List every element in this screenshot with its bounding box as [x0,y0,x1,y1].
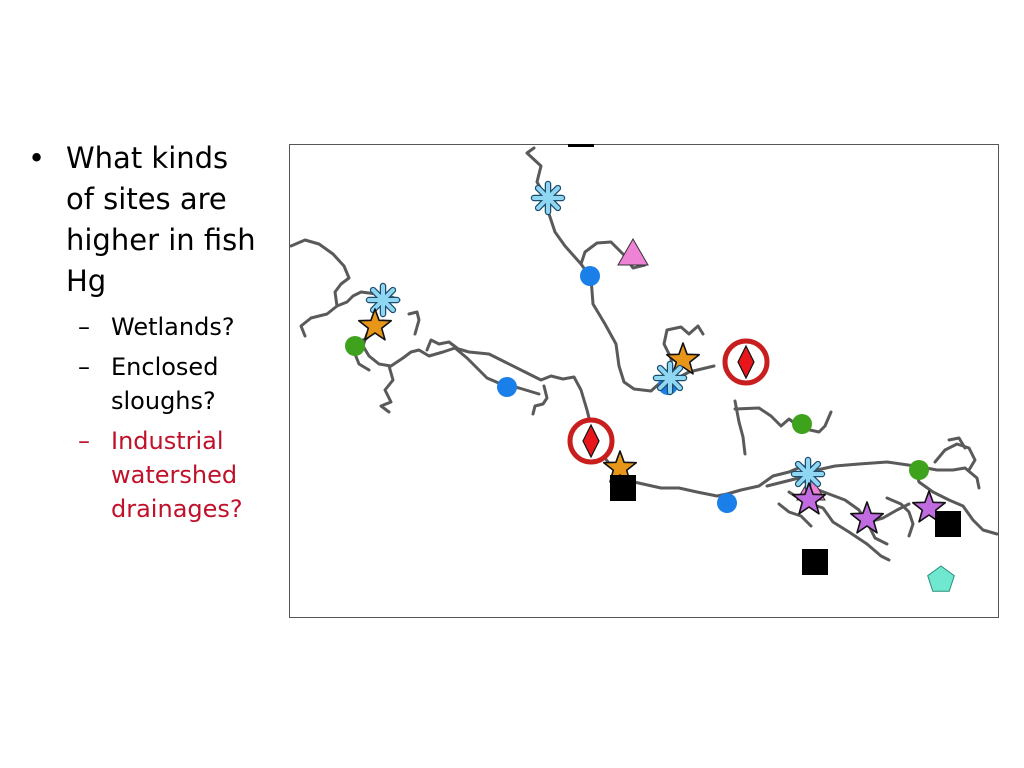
bullet-marker: • [28,141,46,175]
map-frame [289,144,999,618]
diamond-marker [737,344,755,380]
green-circle-marker [909,460,929,480]
blue-circle-marker [717,493,737,513]
river-path [733,399,747,456]
sub-bullet-line: Industrial [111,427,224,455]
sub-bullet-line: watershed [111,461,238,489]
sub-bullet-marker: – [78,353,90,381]
river-path [885,496,915,538]
sub-bullet-industrial-watershed: – Industrial watershed drainages? [28,424,278,526]
bullet-main-line: Hg [66,264,107,298]
river-path [913,464,999,536]
sub-bullet-enclosed-sloughs: – Enclosed sloughs? [28,350,278,418]
river-path [361,318,541,396]
bullet-main: • What kinds of sites are higher in fish… [28,138,278,302]
river-path [379,364,395,414]
map-markers [345,144,961,592]
triangle-marker [617,237,649,266]
sub-bullet-marker: – [78,313,90,341]
purple-star-marker [849,501,885,534]
sub-bullet-line: Wetlands? [111,313,235,341]
bullet-main-line: of sites are [66,182,227,216]
sub-bullet-wetlands: – Wetlands? [28,310,278,344]
river-path [425,338,459,352]
river-path [733,406,833,434]
square-marker [802,549,828,575]
river-path [947,436,967,450]
river-path [407,310,421,336]
purple-star-marker [791,482,827,515]
purple-star-marker [911,490,947,523]
blue-circle-marker [580,266,600,286]
asterisk-marker [654,362,686,394]
sub-bullet-line: Enclosed [111,353,219,381]
green-circle-marker [345,336,365,356]
asterisk-marker [792,458,824,490]
pentagon-marker [927,565,955,592]
river-path [579,240,647,270]
orange-star-marker [358,308,392,341]
sub-bullet-line: drainages? [111,495,243,523]
sub-bullet-marker: – [78,427,90,455]
sub-bullet-list: – Wetlands? – Enclosed sloughs? – Indust… [28,310,278,526]
river-path [765,460,981,490]
bullet-main-line: higher in fish [66,223,256,257]
river-path [289,238,351,338]
asterisk-marker [532,182,564,214]
square-marker [935,511,961,537]
diamond-marker [582,423,600,459]
bullet-list: • What kinds of sites are higher in fish… [28,138,278,532]
river-path [531,384,549,416]
sub-bullet-line: sloughs? [111,387,216,415]
bullet-main-line: What kinds [66,141,229,175]
blue-circle-marker [497,377,517,397]
green-circle-marker [792,414,812,434]
asterisk-marker [367,284,399,316]
square-marker-cutoff [568,144,594,147]
map-panel [289,144,999,618]
river-path [777,502,813,528]
square-marker [610,475,636,501]
orange-star-marker [665,342,701,375]
